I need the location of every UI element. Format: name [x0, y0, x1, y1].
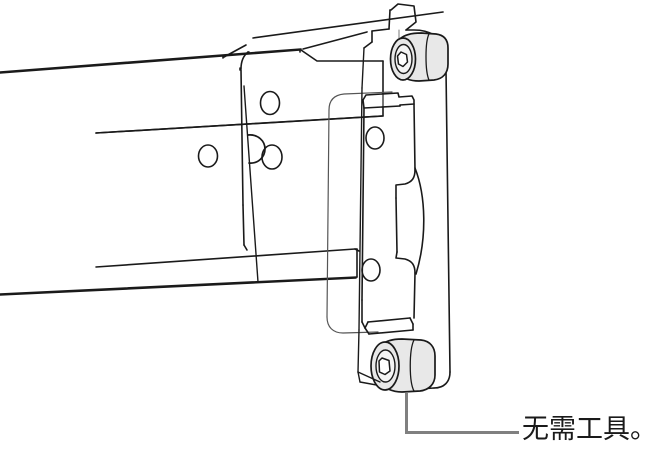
latch-leaf-plate: [361, 92, 425, 335]
latch-hole-upper: [365, 126, 385, 150]
rail-lower-section: [0, 248, 360, 295]
bracket-hole-upper-right: [259, 90, 281, 116]
bracket-web-contour: [246, 37, 253, 247]
rail-upper-member: [0, 31, 368, 74]
callout-leader-line: [405, 393, 519, 434]
rail-middle-section-upper: [95, 49, 384, 134]
lower-thumbscrew-knob: [370, 338, 436, 393]
bracket-main-plate: [222, 44, 247, 59]
latch-hole-lower: [361, 258, 381, 282]
rail-lower-far-edge: [0, 277, 357, 296]
rail-upper-inner-face: [95, 115, 383, 134]
callout-label: 无需工具。: [522, 414, 657, 445]
latch-backing-plate: [326, 91, 393, 334]
bracket-angle-panel: [239, 51, 250, 251]
upper-thumbscrew-knob: [389, 32, 449, 82]
lower-knob-seat-notch: [357, 371, 381, 383]
bracket-hole-left: [197, 144, 219, 168]
bracket-hole-lower-right: [261, 144, 283, 170]
rail-top-edge: [252, 11, 444, 39]
bracket-fold-crease: [243, 85, 259, 283]
